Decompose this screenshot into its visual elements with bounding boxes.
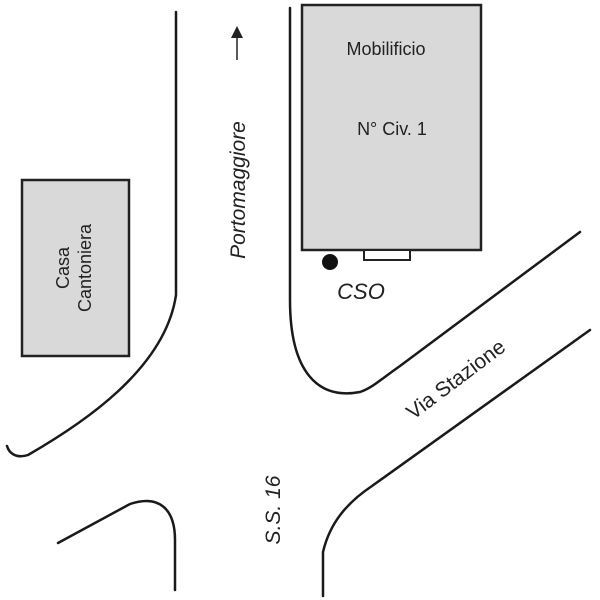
road-edge-west-upper <box>5 10 178 458</box>
casa-label: Casa <box>53 246 73 289</box>
road-edge-east-lower <box>321 328 592 598</box>
cantoniera-label: Cantoniera <box>75 223 95 312</box>
road-label-portomaggiore: Portomaggiore <box>227 121 250 259</box>
road-edge-west-lower <box>56 499 177 592</box>
road-label-via-stazione: Via Stazione <box>402 335 510 424</box>
building-casa-cantoniera <box>20 178 131 358</box>
cso-marker-icon <box>322 254 338 270</box>
mobilificio-label: Mobilificio <box>346 39 425 59</box>
north-arrow-icon <box>231 26 243 60</box>
building-entrance <box>363 249 411 261</box>
road-edge-east-upper <box>288 6 582 395</box>
road-label-ss16: S.S. 16 <box>262 475 285 544</box>
building-mobilificio <box>300 3 483 252</box>
cso-label: CSO <box>337 279 385 304</box>
civic-number-label: N° Civ. 1 <box>357 119 427 139</box>
